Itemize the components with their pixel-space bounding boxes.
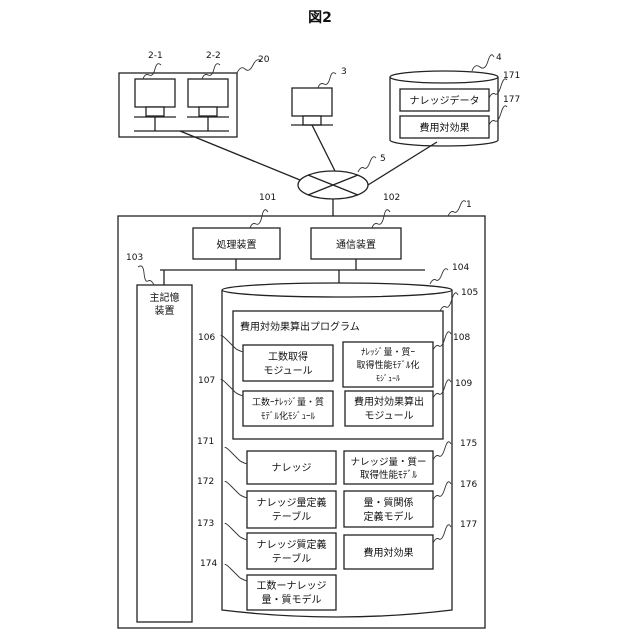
terminal-3-base: [303, 116, 321, 125]
terminal-2-2: 2-2: [187, 51, 229, 117]
terminal-3-screen: [292, 88, 332, 116]
program-label: 費用対効果算出プログラム: [240, 320, 360, 333]
ref-101: 101: [259, 193, 276, 203]
ref-173: 173: [197, 519, 214, 529]
ref-107: 107: [198, 376, 215, 386]
ref-104: 104: [452, 263, 469, 273]
main-memory-label-1: 主記憶: [150, 291, 180, 304]
ref-108: 108: [453, 333, 470, 343]
data-176-l2: 定義モデル: [364, 510, 414, 523]
terminal-2-2-screen: [188, 79, 228, 107]
link-terminals: [180, 131, 300, 180]
ref-177: 177: [460, 520, 477, 530]
comm-label: 通信装置: [336, 238, 376, 251]
ref-171: 171: [197, 437, 214, 447]
ref-109: 109: [455, 379, 472, 389]
ref-172: 172: [197, 477, 214, 487]
data-174-l1: 工数ーナレッジ: [257, 579, 327, 592]
terminal-2-2-base: [199, 107, 217, 116]
link-terminal-3: [312, 125, 335, 171]
db-knowledge-data-label: ナレッジデータ: [410, 94, 480, 107]
processor-label: 処理装置: [217, 238, 257, 251]
terminal-2-1: 2-1: [134, 51, 176, 117]
data-173-l2: テーブル: [272, 552, 311, 565]
ref-4: 4: [496, 53, 502, 63]
link-database: [368, 142, 437, 185]
terminal-2-1-screen: [135, 79, 175, 107]
module-107-l2: ﾓﾃﾞﾙ化ﾓｼﾞｭｰﾙ: [261, 410, 316, 422]
module-109-l2: モジュール: [364, 411, 413, 422]
ref-2-2: 2-2: [206, 51, 221, 61]
module-108-l1: ﾅﾚｯｼﾞ量・質ｰ: [361, 346, 416, 358]
module-106-l1: 工数取得: [268, 350, 308, 363]
ref-1: 1: [466, 200, 472, 210]
ref-3: 3: [341, 67, 347, 77]
terminal-3: 3: [291, 67, 347, 125]
data-174-l2: 量・質モデル: [262, 593, 322, 606]
ref-20: 20: [258, 55, 270, 65]
ref-105: 105: [461, 288, 478, 298]
ref-106: 106: [198, 333, 215, 343]
terminal-2-1-base: [146, 107, 164, 116]
ref-102: 102: [383, 193, 400, 203]
ref-176: 176: [460, 480, 477, 490]
module-106-l2: モジュール: [263, 366, 312, 377]
computer-1: 1 処理装置 101 通信装置 102 主記憶 装置 103 104 費用対効果…: [118, 193, 485, 628]
module-108-l2: 取得性能ﾓﾃﾞﾙ化: [356, 359, 419, 371]
data-175-l2: 取得性能ﾓﾃﾞﾙ: [360, 469, 417, 481]
data-175-l1: ナレッジ量・質ー: [350, 456, 426, 468]
data-176-l1: 量・質関係: [364, 496, 414, 509]
database-4-top: [390, 71, 498, 83]
data-172-l2: テーブル: [272, 510, 311, 523]
main-memory-box: [137, 285, 192, 622]
ref-5: 5: [380, 154, 386, 164]
data-172-l1: ナレッジ量定義: [257, 496, 327, 509]
leader-4: [472, 55, 494, 71]
data-171-l1: ナレッジ: [272, 462, 312, 474]
ref-174: 174: [200, 559, 217, 569]
ref-103: 103: [126, 253, 143, 263]
leader-3: [318, 73, 336, 88]
module-109-l1: 費用対効果算出: [354, 395, 424, 408]
module-108-l3: ﾓｼﾞｭｰﾙ: [376, 374, 400, 383]
ref-175: 175: [460, 439, 477, 449]
data-173-l1: ナレッジ質定義: [257, 538, 327, 551]
leader-5: [358, 157, 376, 172]
main-memory-label-2: 装置: [155, 304, 175, 317]
leader-1: [448, 201, 466, 216]
storage-top: [222, 283, 452, 297]
ref-db-177: 177: [503, 95, 520, 105]
db-cost-effect-text: 費用対効果: [420, 121, 470, 134]
ref-2-1: 2-1: [148, 51, 163, 61]
database-4: 4 ナレッジデータ 171 177 費用対効果 177: [390, 53, 520, 146]
terminal-group: 20 2-1 2-2: [119, 51, 270, 137]
figure-title: 図2: [308, 10, 332, 26]
module-107-l1: 工数ｰﾅﾚｯｼﾞ量・質: [252, 396, 324, 408]
ref-db-171: 171: [503, 71, 520, 81]
data-177-l1: 費用対効果: [364, 546, 414, 559]
